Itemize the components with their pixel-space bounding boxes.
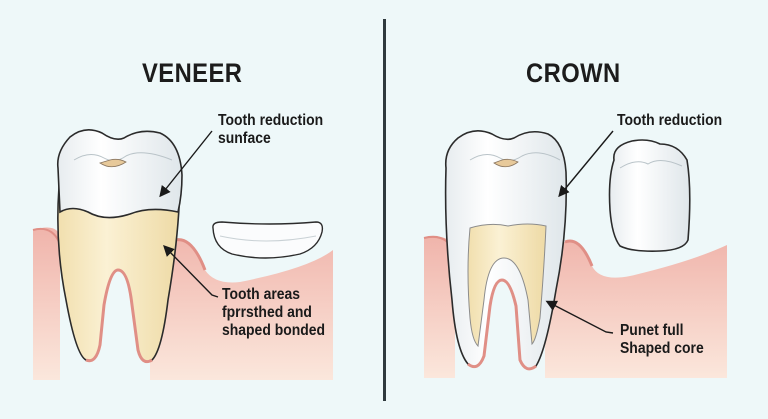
panel-divider (383, 19, 386, 401)
crown-tooth-core (467, 223, 547, 348)
veneer-panel-art (32, 129, 333, 380)
veneer-title: VENEER (142, 58, 243, 88)
gum (33, 227, 333, 380)
label-tooth-reduction-surface: Tooth reduction sunface (218, 112, 324, 147)
label-tooth-reduction: Tooth reduction (617, 112, 723, 129)
crown-title: CROWN (526, 58, 621, 88)
gum (424, 236, 727, 378)
crown-panel-art (423, 130, 727, 378)
veneer-shell (212, 221, 324, 259)
label-tooth-areas: Tooth areas fprrsthed and shaped bonded (222, 286, 326, 339)
crown-cap (608, 139, 691, 252)
veneer-tooth-enamel (56, 129, 183, 219)
label-shaped-core: Punet full Shaped core (620, 322, 704, 357)
